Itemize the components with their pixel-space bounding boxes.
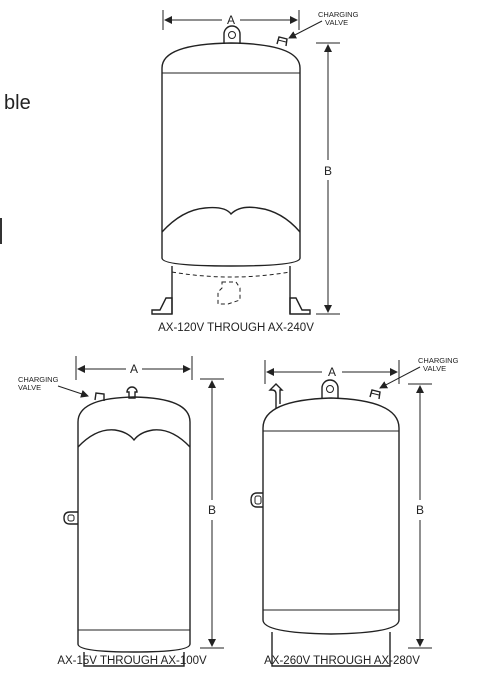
right-dim-a-label: A bbox=[328, 365, 336, 379]
top-dim-a-label: A bbox=[227, 13, 235, 27]
right-base bbox=[271, 632, 391, 667]
top-tank-diagram: A CHARGING VALVE bbox=[151, 10, 359, 334]
left-upper-seam bbox=[77, 429, 191, 448]
right-lifting-ring-hole bbox=[326, 385, 334, 393]
top-dim-b-label: B bbox=[324, 164, 332, 178]
left-side-fitting bbox=[63, 511, 78, 525]
left-tank-caption: AX-15V THROUGH AX-100V bbox=[57, 655, 207, 667]
edge-line-fragment bbox=[0, 218, 2, 244]
top-lifting-ring-hole bbox=[228, 31, 236, 39]
right-elbow-fitting bbox=[268, 383, 284, 408]
left-base bbox=[83, 652, 185, 667]
top-left-foot bbox=[151, 297, 173, 315]
right-lifting-ring bbox=[321, 379, 339, 398]
left-dim-b-label: B bbox=[208, 503, 216, 517]
top-tank-caption: AX-120V THROUGH AX-240V bbox=[158, 322, 314, 334]
left-tank-shell bbox=[77, 396, 191, 653]
left-valve-label-line2: VALVE bbox=[18, 383, 41, 392]
top-right-foot bbox=[289, 297, 311, 315]
top-lifting-ring bbox=[223, 25, 241, 44]
top-skirt-dashed-bottom bbox=[171, 271, 291, 278]
left-tank-diagram: A CHARGING VALVE B AX-15V THROUGH AX- bbox=[18, 356, 224, 667]
right-dim-b-label: B bbox=[416, 503, 424, 517]
left-dim-a-label: A bbox=[130, 362, 138, 376]
top-tank-shell bbox=[161, 42, 301, 267]
right-tank-diagram: A CHARGING VALVE bbox=[250, 356, 459, 667]
left-charging-valve bbox=[94, 392, 105, 401]
edge-text-fragment: ble bbox=[4, 92, 31, 114]
left-top-fitting bbox=[126, 386, 138, 399]
left-valve-leader bbox=[57, 385, 89, 398]
top-lower-seam bbox=[161, 206, 301, 233]
right-valve-leader bbox=[379, 366, 421, 389]
top-valve-label-line1: CHARGING bbox=[318, 10, 359, 19]
right-valve-label-line2: VALVE bbox=[423, 364, 446, 373]
left-valve-label-line1: CHARGING bbox=[18, 375, 59, 384]
top-valve-label-line2: VALVE bbox=[325, 18, 348, 27]
right-side-fitting bbox=[250, 492, 263, 508]
top-hidden-fitting bbox=[217, 281, 241, 305]
right-valve-label-line1: CHARGING bbox=[418, 356, 459, 365]
right-tank-caption: AX-260V THROUGH AX-280V bbox=[264, 655, 420, 667]
right-tank-shell bbox=[262, 397, 400, 635]
top-valve-leader bbox=[288, 20, 323, 39]
